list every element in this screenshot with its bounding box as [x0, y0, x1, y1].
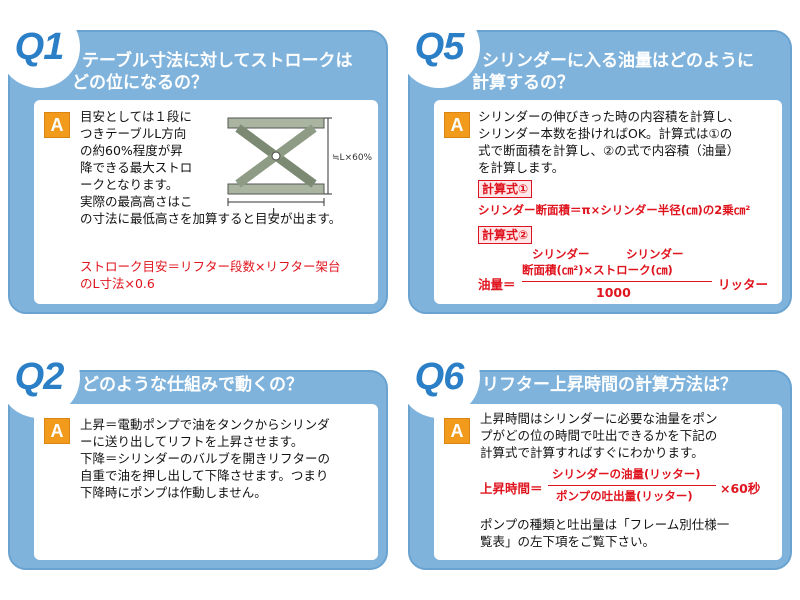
lift-base-frame [227, 183, 325, 195]
q5-formula2-num: 断面積(㎝²)×ストローク(㎝) [522, 263, 673, 277]
q6-answer-box [434, 404, 782, 560]
q6-formula-num: シリンダーの油量(リッター) [552, 467, 701, 481]
q1-text-line: ークとなります。 [80, 177, 179, 192]
q5-formula1: シリンダー断面積＝π×シリンダー半径(㎝)の2乗㎝² [478, 203, 751, 217]
q6-answer-badge: A [444, 418, 470, 444]
q5-badge: Q5 [400, 8, 478, 86]
q1-text-line: の約60%程度が昇 [80, 143, 183, 158]
q1-text-line: の寸法に最低高さを加算すると目安が出ます。 [80, 211, 342, 226]
q2-text-line: 上昇＝電動ポンプで油をタンクからシリンダ [80, 417, 330, 432]
q1-text-line: 実際の最高高さはこ [80, 194, 193, 209]
q6-badge: Q6 [400, 338, 478, 416]
q2-text-line: 下降＝シリンダーのバルブを開きリフターの [80, 451, 331, 466]
q5-fraction-line [522, 281, 712, 282]
q6-text-line: 計算式で計算すればすぐにわかります。 [480, 445, 704, 460]
q5-text-line: を計算します。 [478, 160, 565, 175]
q2-title: どのような仕組みで動くの？ [82, 375, 303, 395]
q1-text-line: つきテーブルL方向 [80, 126, 187, 141]
lift-pivot [271, 151, 281, 161]
q5-formula2-label: 計算式② [478, 226, 533, 244]
q5-formula2-num-top2: シリンダー [626, 247, 684, 261]
q6-formula-den: ポンプの吐出量(リッター) [556, 489, 693, 503]
q2-text-line: 自重で油を押し出して下降させます。つまり [80, 468, 329, 483]
q5-formula2-den: 1000 [596, 285, 631, 300]
q5-text-line: シリンダー本数を掛ければOK。計算式は①の [478, 126, 733, 141]
q1-title-line1: テーブル寸法に対してストロークは [82, 51, 353, 71]
q5-text-line: 式で断面積を計算し、②の式で内容積（油量） [478, 143, 740, 158]
lift-top-table [227, 117, 325, 129]
diagram-height-label: ≒L×60% [332, 153, 373, 163]
q6-text-line: 上昇時間はシリンダーに必要な油量をポン [480, 411, 718, 426]
q5-text-line: シリンダーの伸びきった時の内容積を計算し、 [478, 109, 741, 124]
q1-formula-line2: のL寸法×0.6 [80, 276, 155, 291]
q6-formula-rhs: ×60秒 [720, 481, 761, 496]
q6-note-line1: ポンプの種類と吐出量は「フレーム別仕様一 [480, 517, 730, 532]
q1-title-line2: どの位になるの？ [72, 73, 208, 93]
q5-title-line2: 計算するの？ [472, 73, 574, 93]
q2-text-line: 下降時にポンプは作動しません。 [80, 485, 267, 500]
q5-formula2-lhs: 油量＝ [478, 277, 516, 292]
q6-note-line2: 覧表」の左下項をご覧下さい。 [480, 534, 656, 549]
scissor-lift-diagram: ≒L×60% L [227, 117, 373, 219]
q5-title-line1: シリンダーに入る油量はどのように [482, 51, 754, 71]
q5-answer-badge: A [444, 112, 470, 138]
q2-answer-badge: A [44, 418, 70, 444]
q1-badge: Q1 [0, 8, 78, 86]
q6-text-line: プがどの位の時間で吐出できるかを下記の [480, 428, 718, 443]
q1-answer-badge: A [44, 112, 70, 138]
q1-text-line: 降できる最大ストロ [80, 160, 193, 175]
q2-badge: Q2 [0, 338, 78, 416]
q1-formula-line1: ストローク目安＝リフター段数×リフター架台 [80, 259, 341, 274]
q6-title: リフター上昇時間の計算方法は？ [482, 375, 737, 395]
q5-formula2-unit: リッター [718, 277, 769, 292]
q6-fraction-line [548, 485, 716, 486]
q5-answer-box [434, 100, 782, 304]
q6-formula-lhs: 上昇時間＝ [480, 481, 543, 496]
q2-answer-box [34, 404, 378, 560]
diagram-length-label: L [272, 206, 279, 219]
q1-text-line: 目安としては１段に [80, 109, 192, 124]
q2-text-line: ーに送り出してリフトを上昇させます。 [80, 434, 304, 449]
q5-formula2-num-top1: シリンダー [532, 247, 590, 261]
q5-formula1-label: 計算式① [478, 180, 533, 198]
